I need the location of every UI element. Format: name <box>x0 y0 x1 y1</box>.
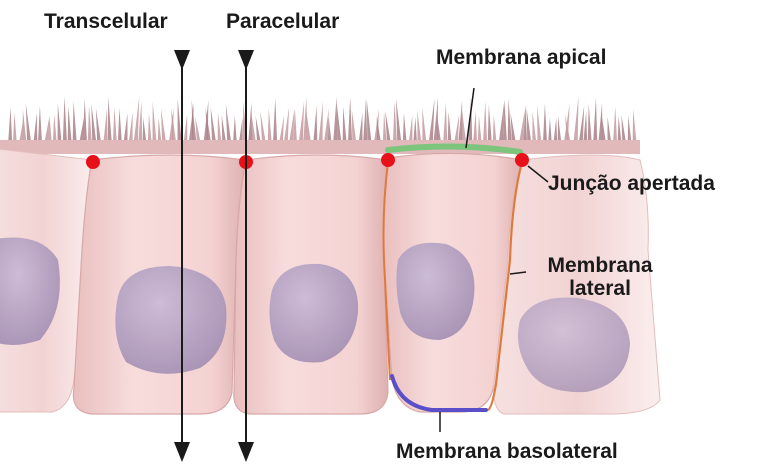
nucleus <box>518 297 630 392</box>
lateral-membrane-label: Membrana lateral <box>530 254 670 300</box>
lateral-membrane-label-line1: Membrana <box>530 254 670 277</box>
apical-band <box>0 140 640 154</box>
lateral-membrane-label-line2: lateral <box>530 277 670 300</box>
microvilli <box>0 96 640 154</box>
basolateral-membrane-label: Membrana basolateral <box>396 440 618 463</box>
tight-junction-dot <box>381 153 395 167</box>
nucleus <box>396 243 474 340</box>
transcellular-label: Transcelular <box>44 10 168 33</box>
apical-membrane-label: Membrana apical <box>436 46 606 69</box>
paracellular-label: Paracelular <box>226 10 339 33</box>
tight-junction-dot <box>515 153 529 167</box>
cell-2 <box>234 155 388 414</box>
cell-1 <box>73 155 246 414</box>
nucleus <box>115 266 226 374</box>
tight-junction-label: Junção apertada <box>548 172 715 195</box>
tight-junction-dot <box>86 155 100 169</box>
